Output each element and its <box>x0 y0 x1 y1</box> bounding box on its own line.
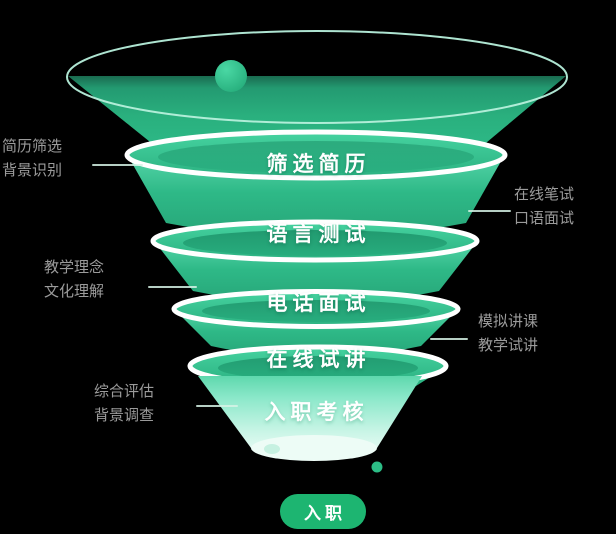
foot-highlight-dot <box>264 444 280 454</box>
annotation-right-1: 在线笔试 口语面试 <box>514 183 574 231</box>
annotation-line: 综合评估 <box>94 383 155 400</box>
annotation-line: 教学理念 <box>44 259 105 276</box>
stage-label-3: 电话面试 <box>266 292 371 315</box>
connector-line-right-2 <box>430 338 468 340</box>
stage-2-ring-inner <box>183 230 447 256</box>
stage-label-5: 入职考核 <box>264 401 369 424</box>
funnel-foot <box>251 435 377 461</box>
annotation-left-1: 简历筛选 背景识别 <box>2 135 62 183</box>
annotation-right-2: 模拟讲课 教学试讲 <box>478 310 538 358</box>
annotation-line: 背景识别 <box>2 162 63 179</box>
stage-label-2: 语言测试 <box>266 223 371 246</box>
annotation-line: 教学试讲 <box>478 337 539 354</box>
decor-ball <box>215 60 247 92</box>
result-pill: 入职 <box>280 494 366 529</box>
connector-line-right-1 <box>468 210 511 212</box>
annotation-left-2: 教学理念 文化理解 <box>44 256 104 304</box>
stage-3-ring-inner <box>202 300 430 322</box>
annotation-line: 口语面试 <box>514 210 575 227</box>
annotation-line: 背景调查 <box>94 407 155 424</box>
stage-4-ring-inner <box>218 356 418 380</box>
funnel-rim-outline <box>66 30 568 124</box>
annotation-line: 文化理解 <box>44 283 105 300</box>
annotation-line: 模拟讲课 <box>478 313 539 330</box>
connector-line-left-3 <box>196 405 238 407</box>
stage-1-ring-inner <box>158 141 474 173</box>
annotation-line: 在线笔试 <box>514 186 575 203</box>
stage-5-body <box>198 376 422 456</box>
annotation-line: 简历筛选 <box>2 138 63 155</box>
connector-line-left-1 <box>92 164 143 166</box>
stage-label-4: 在线试讲 <box>266 348 371 371</box>
connector-line-left-2 <box>148 286 197 288</box>
drip-dot <box>371 461 383 473</box>
stage-label-1: 筛选简历 <box>266 153 371 176</box>
annotation-left-3: 综合评估 背景调查 <box>94 380 154 428</box>
